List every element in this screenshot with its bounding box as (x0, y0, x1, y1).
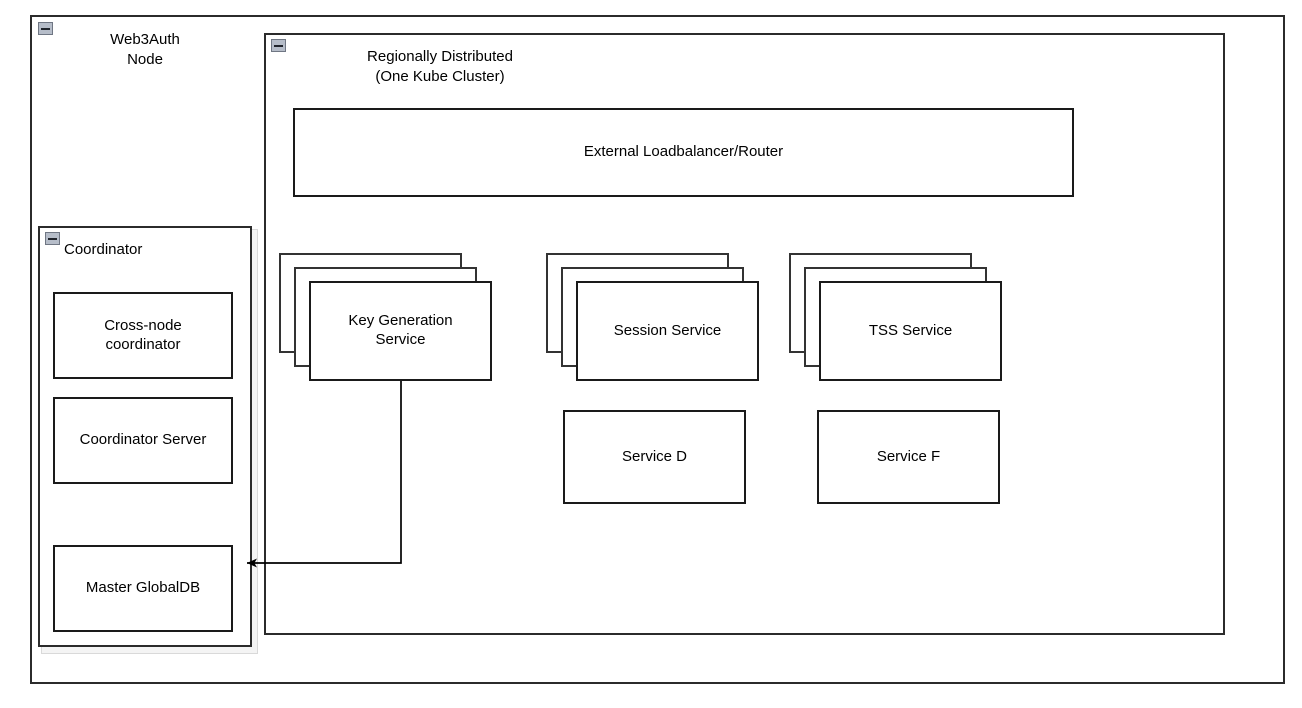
tss-service-box[interactable]: TSS Service (819, 281, 1002, 381)
tss-service-stack[interactable]: TSS Service (789, 253, 1002, 381)
group-title-coordinator: Coordinator (64, 241, 143, 258)
cross-node-coordinator-box[interactable]: Cross-node coordinator (53, 292, 233, 379)
session-service-box[interactable]: Session Service (576, 281, 759, 381)
service-d-label: Service D (621, 447, 688, 465)
service-d-box[interactable]: Service D (563, 410, 746, 504)
collapse-minus-icon-cluster[interactable] (271, 39, 286, 52)
group-title-regionally-distributed: Regionally Distributed (One Kube Cluster… (367, 48, 513, 85)
master-globaldb-label: Master GlobalDB (85, 579, 201, 597)
cross-node-coordinator-label: Cross-node coordinator (104, 316, 182, 353)
collapse-minus-icon-web3auth-node[interactable] (38, 22, 53, 35)
group-title-web3auth-node: Web3Auth Node (110, 31, 180, 68)
service-f-box[interactable]: Service F (817, 410, 1000, 504)
coordinator-server-label: Coordinator Server (79, 431, 207, 449)
session-service-label: Session Service (613, 321, 722, 339)
key-generation-service-box[interactable]: Key Generation Service (309, 281, 492, 381)
key-generation-service-label: Key Generation Service (348, 312, 453, 348)
master-globaldb-box[interactable]: Master GlobalDB (53, 545, 233, 632)
tss-service-label: TSS Service (868, 321, 953, 339)
key-generation-service-stack[interactable]: Key Generation Service (279, 253, 492, 381)
coordinator-server-box[interactable]: Coordinator Server (53, 397, 233, 484)
external-loadbalancer-router-label: External Loadbalancer/Router (583, 143, 784, 161)
service-f-label: Service F (876, 447, 941, 465)
external-loadbalancer-router-box[interactable]: External Loadbalancer/Router (293, 108, 1074, 197)
session-service-stack[interactable]: Session Service (546, 253, 759, 381)
collapse-minus-icon-coordinator[interactable] (45, 232, 60, 245)
